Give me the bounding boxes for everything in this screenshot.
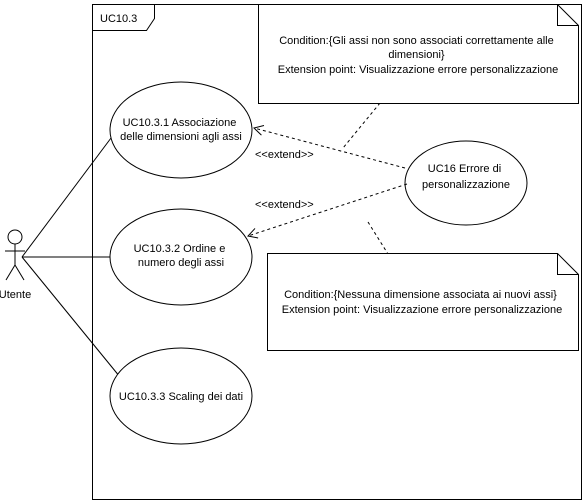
association-uc3 <box>21 256 121 378</box>
note2-line2: Extension point: Visualizzazione errore … <box>282 304 562 316</box>
extend-label-uc1: <<extend>> <box>255 149 314 161</box>
note-condition-1: Condition:{Gli assi non sono associati c… <box>258 4 579 104</box>
use-case-uc2-line2: numero degli assi <box>138 257 224 269</box>
association-uc1 <box>21 129 118 258</box>
use-case-uc1-line1: UC10.3.1 Associazione <box>123 117 237 129</box>
extend-relationship-uc1: <<extend>> <box>253 124 406 169</box>
note2-line1: Condition:{Nessuna dimensione associata … <box>284 289 557 301</box>
actor-head <box>7 229 23 245</box>
use-case-uc16-line2: personalizzazione <box>422 179 510 191</box>
association-lines <box>21 129 121 378</box>
note1-anchor <box>342 102 381 149</box>
extend-label-uc2: <<extend>> <box>255 199 314 211</box>
svg-text:UC16 Errore di personali: UC16 Errore di personalizzazione <box>422 163 510 191</box>
actor-utente: Utente <box>0 229 31 301</box>
svg-text:UC10.3.1 Associazione de: UC10.3.1 Associazione delle dimensioni a… <box>120 117 242 143</box>
note-condition-2: Condition:{Nessuna dimensione associata … <box>267 253 579 351</box>
note1-line3: Extension point: Visualizzazione errore … <box>278 64 558 76</box>
svg-text:UC10.3.3 Scaling dei dati: UC10.3.3 Scaling dei dati <box>119 391 243 403</box>
note1-line1: Condition:{Gli assi non sono associati c… <box>279 35 554 47</box>
note2-anchor <box>367 221 389 255</box>
svg-text:Condition:{Gli assi non sono a: Condition:{Gli assi non sono associati c… <box>278 35 558 76</box>
system-boundary-label: UC10.3 <box>100 13 137 25</box>
actor-label: Utente <box>0 289 31 301</box>
use-case-uc16: UC16 Errore di personalizzazione <box>404 140 528 226</box>
use-case-uc1-line2: delle dimensioni agli assi <box>120 131 242 143</box>
svg-text:Condition:{Nessuna dimensione: Condition:{Nessuna dimensione associata … <box>282 289 562 316</box>
note1-line2: dimensioni} <box>388 49 445 61</box>
svg-text:UC10.3.2 Ordine e numero: UC10.3.2 Ordine e numero degli assi <box>134 243 229 269</box>
extend-relationship-uc2: <<extend>> <box>247 183 408 239</box>
use-case-uc16-line1: UC16 Errore di <box>428 163 501 175</box>
use-case-uc2-line1: UC10.3.2 Ordine e <box>134 243 226 255</box>
use-case-uc3: UC10.3.3 Scaling dei dati <box>109 347 253 445</box>
use-case-uc2: UC10.3.2 Ordine e numero degli assi <box>109 208 253 306</box>
use-case-uc1: UC10.3.1 Associazione delle dimensioni a… <box>109 81 253 179</box>
use-case-uc3-line1: UC10.3.3 Scaling dei dati <box>119 391 243 403</box>
